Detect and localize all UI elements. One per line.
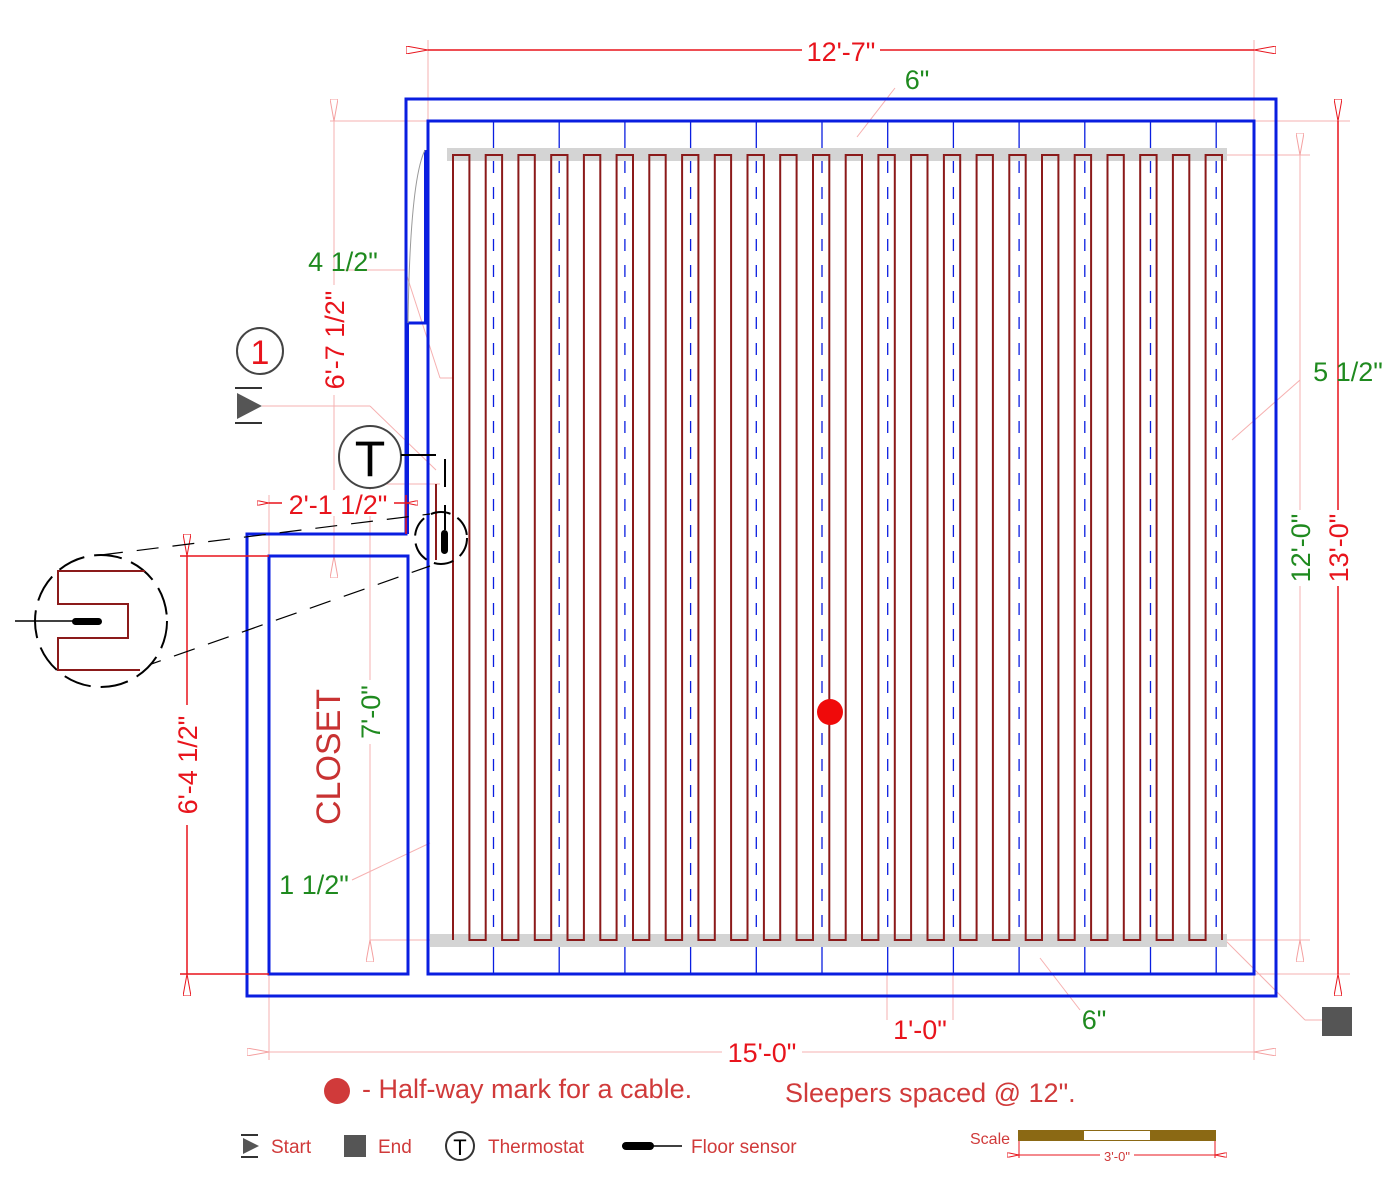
walls	[245, 97, 1278, 998]
dim-right-inner: 12'-0"	[1286, 514, 1316, 583]
door-swing	[407, 149, 426, 324]
top-sleeper-bar	[447, 148, 1227, 161]
svg-text:T: T	[355, 431, 386, 487]
closet-label: CLOSET	[310, 689, 348, 825]
end-icon	[1322, 1007, 1352, 1036]
start-icon	[235, 387, 262, 424]
floor-sensor	[414, 459, 468, 565]
cable-run	[452, 154, 1223, 941]
legend-thermostat: Thermostat	[488, 1137, 585, 1158]
dim-closet-cable: 7'-0"	[356, 685, 386, 739]
sleepers	[492, 121, 1217, 974]
scale-length: 3'-0"	[1104, 1149, 1130, 1164]
section-marker: 1	[236, 327, 284, 375]
legend-start-icon	[241, 1134, 259, 1158]
svg-text:1: 1	[251, 334, 270, 372]
dim-top-offset: 6"	[905, 65, 930, 95]
halfway-note: - Half-way mark for a cable.	[362, 1074, 692, 1104]
dim-closet-width: 2'-1 1/2"	[289, 490, 388, 520]
inner-room-wall	[426, 119, 1256, 976]
legend-floor-sensor: Floor sensor	[691, 1137, 797, 1158]
thermostat-icon: T	[338, 425, 436, 489]
dim-bottom-total: 15'-0"	[728, 1038, 797, 1068]
outer-wall	[245, 97, 1278, 998]
scale-bar: Scale 3'-0"	[970, 1130, 1216, 1164]
legend-thermostat-icon: T	[445, 1131, 475, 1161]
dim-bottom-offset: 6"	[1082, 1005, 1107, 1035]
legend-end-icon	[344, 1135, 366, 1157]
sensor-detail	[15, 554, 168, 688]
legend-floor-sensor-icon	[622, 1142, 682, 1150]
halfway-legend-dot	[324, 1078, 350, 1104]
sleepers-note: Sleepers spaced @ 12".	[785, 1078, 1076, 1108]
legend: Start End T Thermostat Floor sensor	[241, 1131, 797, 1161]
dim-left-offset: 4 1/2"	[308, 247, 378, 277]
dim-top-width: 12'-7"	[807, 37, 876, 67]
dim-closet-offset: 1 1/2"	[279, 870, 349, 900]
svg-text:T: T	[453, 1135, 466, 1160]
detail-callout-lines	[100, 513, 431, 669]
legend-end: End	[378, 1137, 412, 1158]
dim-sleeper-spacing: 1'-0"	[893, 1015, 947, 1045]
halfway-mark	[817, 699, 843, 725]
legend-start: Start	[271, 1137, 312, 1158]
dim-right-offset: 5 1/2"	[1313, 357, 1383, 387]
heating-cable	[452, 154, 1223, 941]
dim-closet-height: 6'-4 1/2"	[173, 716, 203, 815]
closet-wall	[267, 554, 410, 976]
scale-label: Scale	[970, 1131, 1010, 1148]
dim-left-upper: 6'-7 1/2"	[320, 291, 350, 390]
dim-right-outer: 13'-0"	[1324, 514, 1354, 583]
